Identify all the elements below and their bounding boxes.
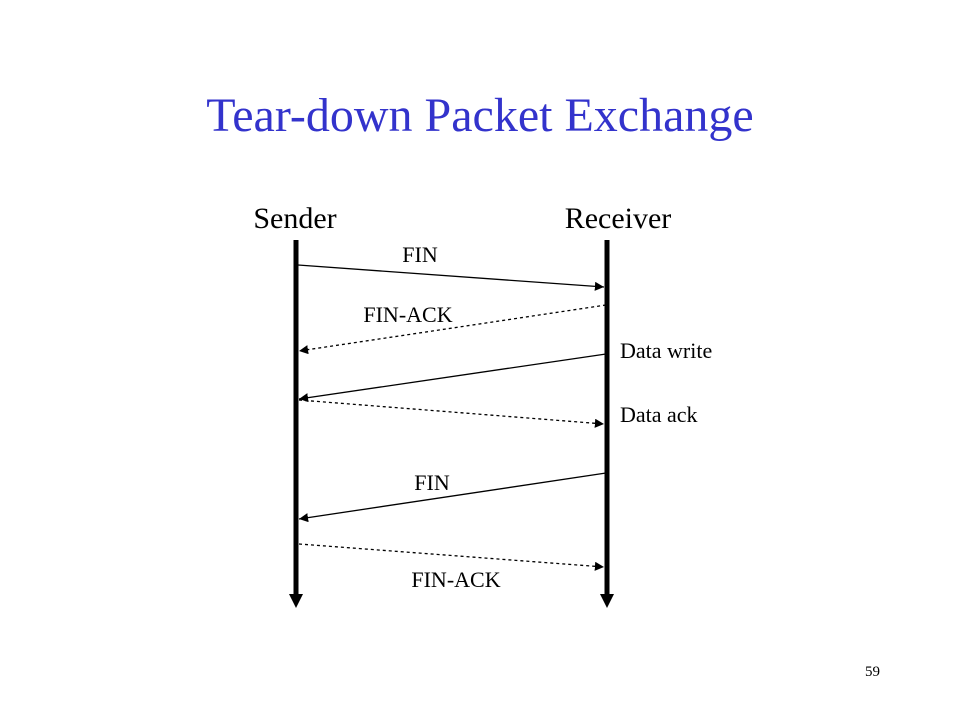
page-number: 59 bbox=[865, 664, 880, 680]
message-arrow-data-write bbox=[298, 353, 607, 403]
slide-title: Tear-down Packet Exchange bbox=[206, 89, 754, 142]
note-data-ack: Data ack bbox=[620, 402, 698, 427]
message-label-fin-1: FIN bbox=[402, 242, 438, 267]
message-arrow-fin-ack-2 bbox=[298, 543, 605, 571]
sender-lifeline bbox=[289, 240, 303, 608]
sender-label: Sender bbox=[253, 202, 336, 235]
message-label-fin-2: FIN bbox=[414, 470, 450, 495]
message-label-fin-ack-1: FIN-ACK bbox=[363, 302, 452, 327]
message-arrow-fin-1 bbox=[297, 264, 605, 291]
message-arrow-fin-ack-1 bbox=[298, 304, 607, 355]
message-arrow-data-ack bbox=[298, 399, 605, 428]
receiver-lifeline bbox=[600, 240, 614, 608]
message-arrow-fin-2 bbox=[298, 472, 607, 523]
receiver-label: Receiver bbox=[565, 202, 672, 235]
note-data-write: Data write bbox=[620, 338, 712, 363]
message-label-fin-ack-2: FIN-ACK bbox=[411, 567, 500, 592]
